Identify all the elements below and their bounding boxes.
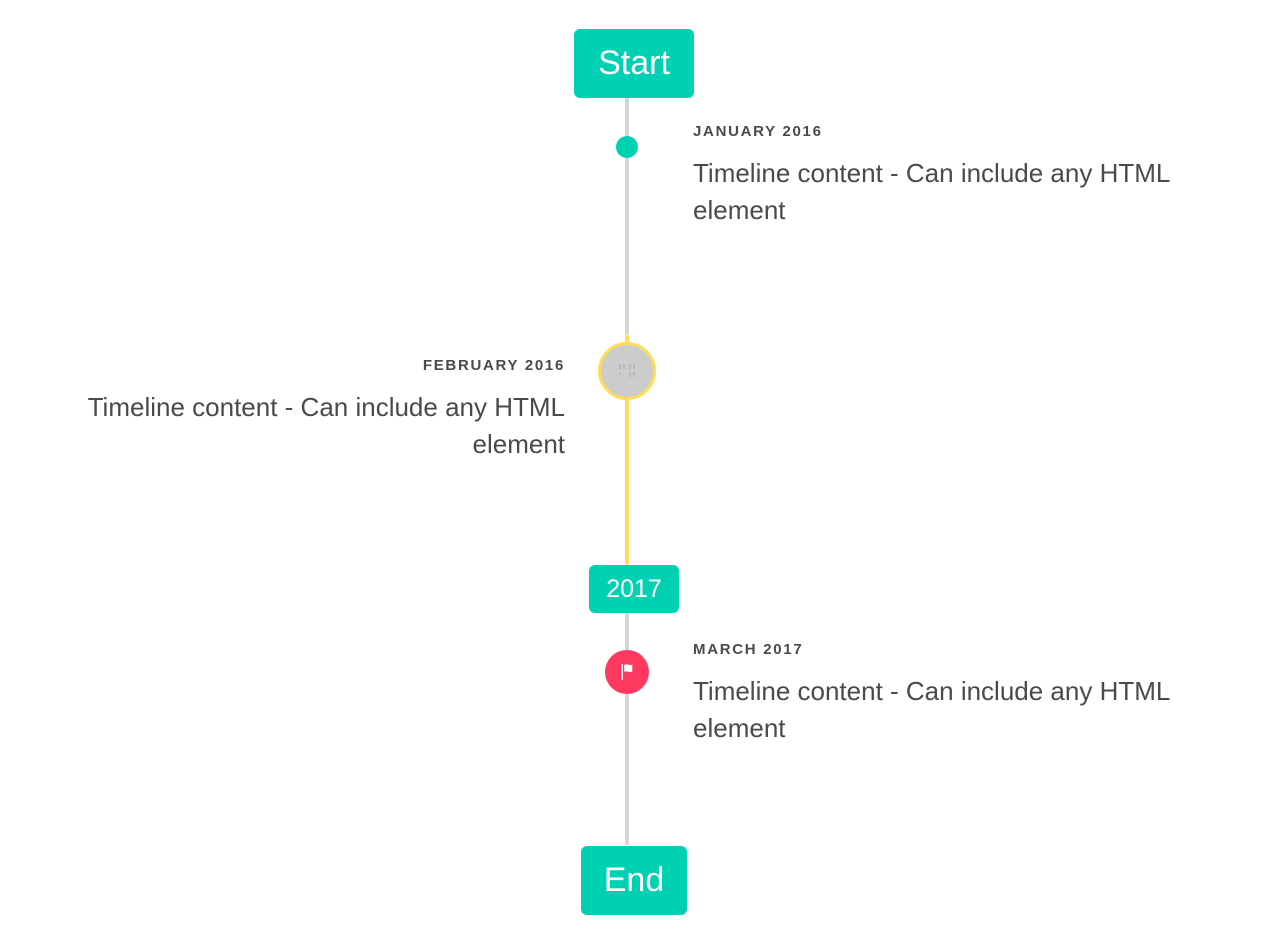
timeline-item-heading: FEBRUARY 2016: [422, 357, 565, 374]
timeline-item-body: Timeline content - Can include any HTML …: [693, 158, 1170, 225]
broken-image-icon: [616, 362, 638, 380]
timeline-item-content: MARCH 2017 Timeline content - Can includ…: [693, 642, 1216, 747]
timeline-item-heading: MARCH 2017: [693, 641, 804, 658]
timeline-marker-image-placeholder[interactable]: [598, 342, 656, 400]
timeline-item-body: Timeline content - Can include any HTML …: [693, 676, 1170, 743]
flag-icon: [616, 661, 638, 683]
timeline-rail-segment-bottom: [625, 613, 629, 845]
timeline-footer-end[interactable]: End: [581, 846, 687, 915]
timeline-marker-dot-icon[interactable]: [616, 136, 638, 158]
timeline-rail-segment-top: [625, 94, 629, 335]
timeline-rail-segment-highlighted: [625, 335, 629, 565]
timeline-item-heading: JANUARY 2016: [693, 123, 823, 140]
timeline-marker-flag-badge[interactable]: [605, 650, 649, 694]
timeline-divider-2017[interactable]: 2017: [589, 565, 679, 613]
timeline-header-start[interactable]: Start: [574, 29, 694, 98]
timeline-item-content: FEBRUARY 2016 Timeline content - Can inc…: [42, 358, 565, 463]
timeline-item-body: Timeline content - Can include any HTML …: [87, 392, 565, 459]
timeline-item-content: JANUARY 2016 Timeline content - Can incl…: [693, 124, 1216, 229]
